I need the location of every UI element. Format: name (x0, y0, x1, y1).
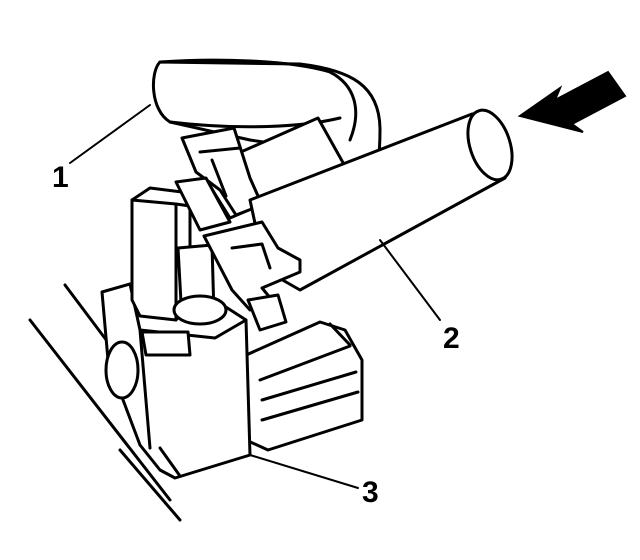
hose-clamp-upper (174, 126, 264, 232)
hose-2 (248, 108, 514, 292)
direction-arrow (517, 70, 627, 133)
frame-rail (28, 283, 182, 522)
hose-clamp-lower (202, 220, 302, 332)
callout-3: 3 (362, 476, 379, 509)
connector-post (130, 186, 228, 326)
callout-1: 1 (52, 161, 69, 194)
leader-lines (69, 104, 441, 489)
callout-2: 2 (443, 322, 460, 355)
